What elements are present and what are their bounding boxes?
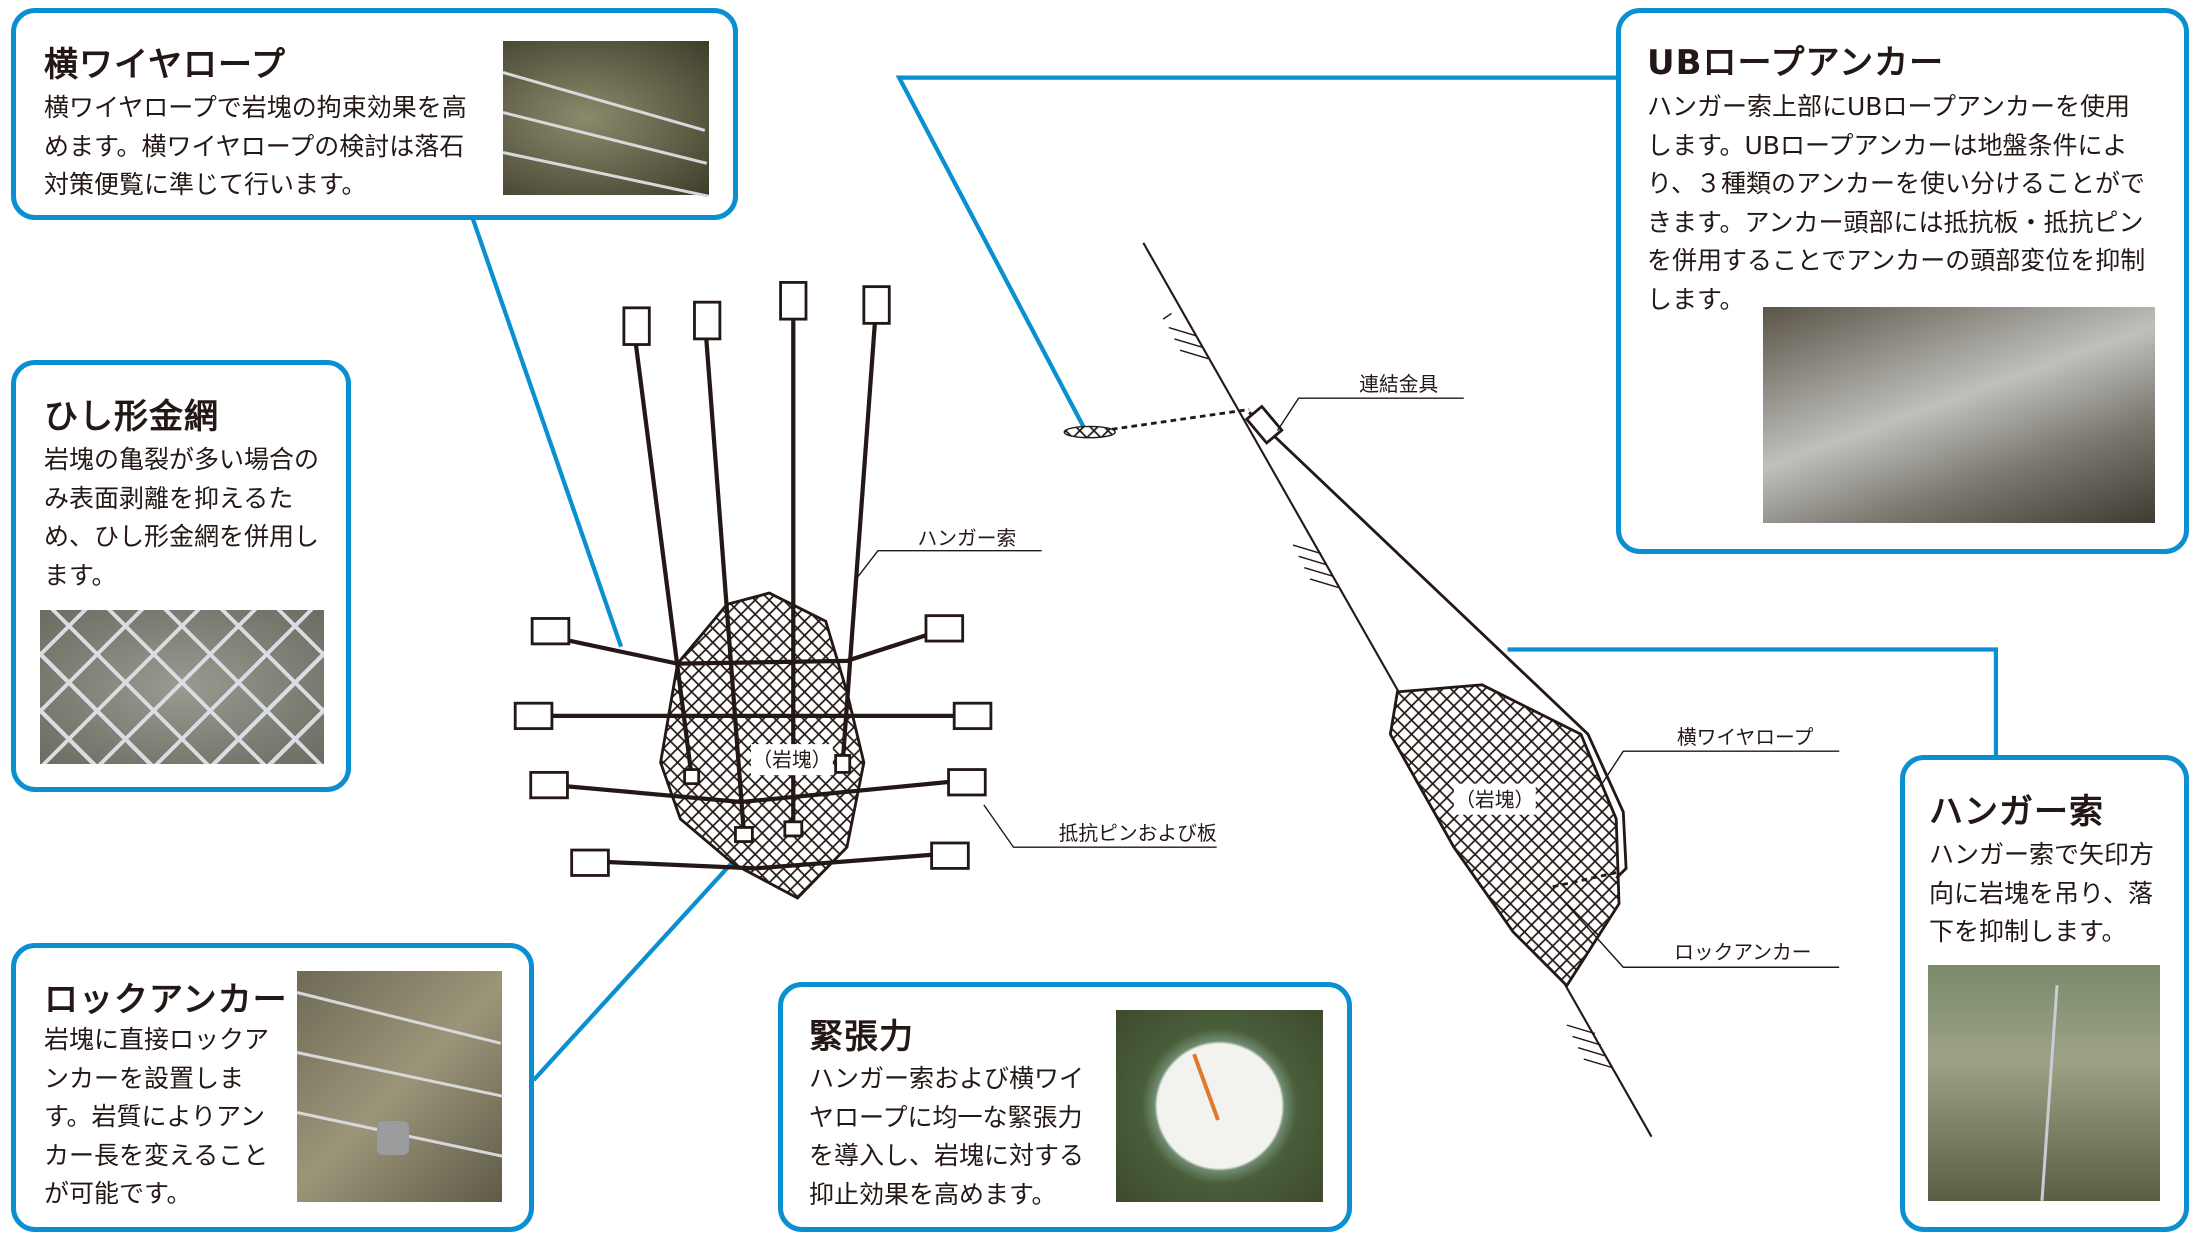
label-rock-side: （岩塊） (1455, 788, 1534, 811)
rock-anchor-rod (1552, 871, 1617, 889)
label-rock-front: （岩塊） (752, 749, 831, 772)
connector-rock-anchor (531, 835, 757, 1082)
panel-text: 岩塊の亀裂が多い場合の み表面剥離を抑えるた め、ひし形金網を併用し ます。 (44, 441, 319, 595)
text-line: きます。アンカー頭部には抵抗板・抵抗ピン (1647, 207, 2144, 237)
text-line: します。UBロープアンカーは地盤条件によ (1647, 130, 2128, 160)
rock-anchor-photo (296, 971, 503, 1202)
panel-horizontal-wire: 横ワイヤロープ 横ワイヤロープで岩塊の拘束効果を高 めます。横ワイヤロープの検討… (11, 8, 738, 220)
rock-with-wire-ropes-photo (502, 41, 709, 198)
connector-horizontal-wire (470, 218, 624, 648)
text-line: 下を抑制します。 (1929, 917, 2127, 946)
text-line: ンカーを設置しま (44, 1063, 245, 1093)
connector-ub-anchor (895, 75, 1617, 429)
hanger-rope-photo (1928, 965, 2160, 1201)
panel-rock-anchor: ロックアンカー 岩塊に直接ロックア ンカーを設置しま す。岩質によりアン カー長… (11, 943, 534, 1232)
text-line: 対策便覧に準じて行います。 (44, 170, 367, 199)
panel-title: 緊張力 (809, 1017, 914, 1057)
callout-connectors (470, 75, 1999, 1082)
text-line: カー長を変えること (44, 1140, 269, 1170)
panel-tension: 緊張力 ハンガー索および横ワイ ヤロープに均一な緊張力 を導入し、岩塊に対する … (778, 982, 1352, 1232)
panel-title: 横ワイヤロープ (44, 45, 286, 85)
tension-meter-photo (1116, 1010, 1323, 1202)
connector-hanger (1507, 647, 1999, 756)
panel-title: ハンガー索 (1929, 792, 2104, 832)
ub-anchor-head (1063, 425, 1116, 439)
text-line: ヤロープに均一な緊張力 (809, 1102, 1083, 1132)
ub-rope-anchor-photo (1763, 307, 2155, 523)
text-line: ハンガー索および横ワイ (809, 1064, 1085, 1093)
text-line: ます。 (44, 560, 117, 590)
diamond-wire-mesh-photo (40, 610, 324, 764)
text-line: が可能です。 (44, 1179, 192, 1208)
text-line: ハンガー索上部にUBロープアンカーを使用 (1647, 92, 2130, 121)
text-line: めます。横ワイヤロープの検討は落石 (44, 131, 465, 161)
side-view: （岩塊） 連結金具 横ワイヤロープ ロックアンカー (1063, 242, 1840, 1138)
text-line: 岩塊に直接ロックア (44, 1025, 270, 1054)
label-connector: 連結金具 (1359, 373, 1438, 396)
text-line: を導入し、岩塊に対する (809, 1141, 1085, 1170)
text-line: ハンガー索で矢印方 (1929, 840, 2155, 869)
front-view: （岩塊） ハンガー索 抵抗ピンおよび板 (513, 280, 1217, 900)
panel-text: ハンガー索および横ワイ ヤロープに均一な緊張力 を導入し、岩塊に対する 抑止効果… (809, 1060, 1084, 1214)
anchor-plates (513, 280, 993, 877)
text-line: す。岩質によりアン (44, 1102, 266, 1131)
rock-side (1388, 683, 1621, 988)
text-line: 抑止効果を高めます。 (809, 1179, 1057, 1209)
text-line: り、３種類のアンカーを使い分けることがで (1647, 169, 2146, 198)
label-horizontal-wire: 横ワイヤロープ (1677, 726, 1814, 749)
label-resist-pin-plate: 抵抗ピンおよび板 (1059, 822, 1217, 845)
panel-text: 横ワイヤロープで岩塊の拘束効果を高 めます。横ワイヤロープの検討は落石 対策便覧… (44, 89, 467, 205)
panel-text: ハンガー索で矢印方 向に岩塊を吊り、落 下を抑制します。 (1929, 836, 2154, 952)
text-line: を併用することでアンカーの頭部変位を抑制 (1647, 246, 2146, 275)
label-rock-anchor: ロックアンカー (1674, 941, 1811, 964)
connector-fitting (1244, 404, 1284, 445)
hanger-rope-side (1248, 411, 1628, 880)
panel-title: ひし形金網 (44, 397, 219, 437)
panel-text: 岩塊に直接ロックア ンカーを設置しま す。岩質によりアン カー長を変えること が… (44, 1021, 269, 1214)
panel-ub-anchor: UBロープアンカー ハンガー索上部にUBロープアンカーを使用 します。UBロープ… (1616, 8, 2189, 554)
panel-text: ハンガー索上部にUBロープアンカーを使用 します。UBロープアンカーは地盤条件に… (1647, 88, 2145, 319)
label-hanger-rope: ハンガー索 (918, 527, 1017, 550)
text-line: め、ひし形金網を併用し (44, 522, 320, 551)
hanger-ropes (633, 313, 878, 834)
text-line: 横ワイヤロープで岩塊の拘束効果を高 (44, 93, 467, 122)
horizontal-wires (536, 629, 982, 871)
slope-line (1142, 242, 1653, 1138)
ground-hatch (1162, 312, 1613, 1069)
panel-hanger: ハンガー索 ハンガー索で矢印方 向に岩塊を吊り、落 下を抑制します。 (1900, 755, 2189, 1232)
text-line: します。 (1647, 284, 1745, 314)
text-line: み表面剥離を抑えるた (44, 483, 294, 513)
text-line: 岩塊の亀裂が多い場合の (44, 445, 320, 474)
text-line: 向に岩塊を吊り、落 (1929, 878, 2154, 908)
panel-title: UBロープアンカー (1647, 43, 1945, 83)
panel-diamond-mesh: ひし形金網 岩塊の亀裂が多い場合の み表面剥離を抑えるた め、ひし形金網を併用し… (11, 360, 351, 792)
panel-title: ロックアンカー (44, 980, 288, 1020)
